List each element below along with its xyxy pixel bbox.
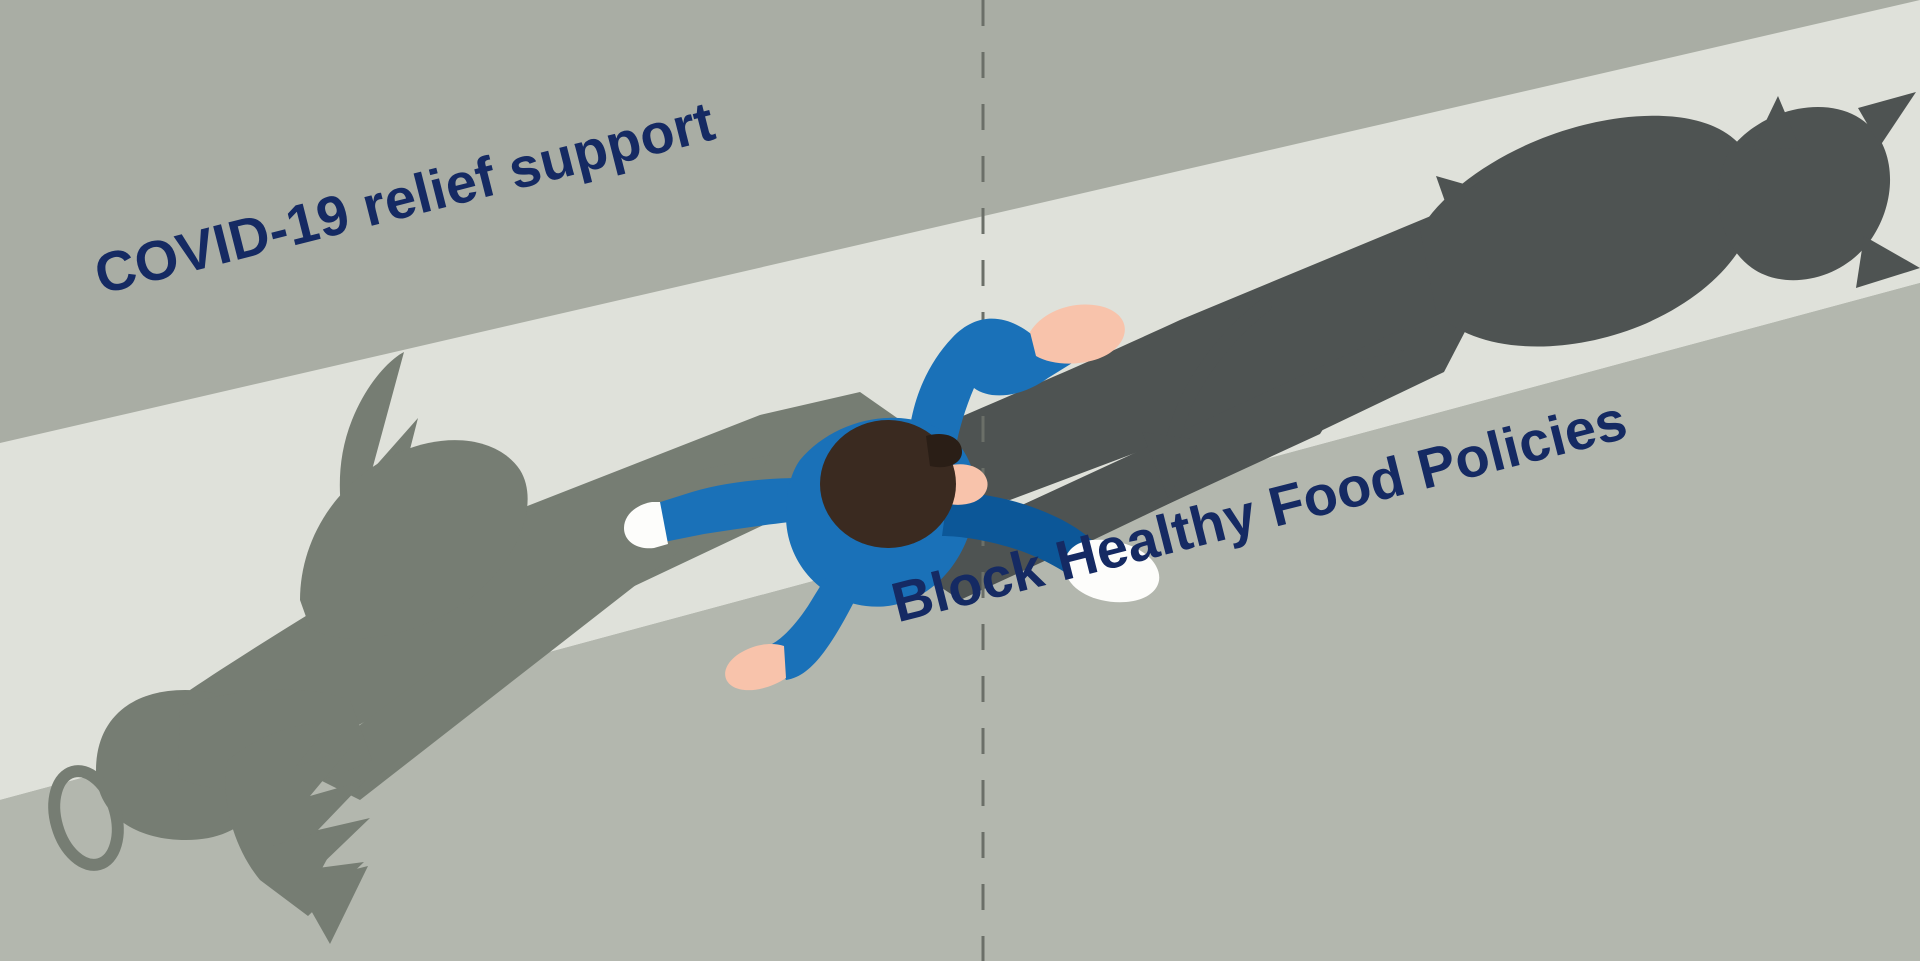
running-figure [624,304,1160,691]
curved-arrow [1142,298,1272,498]
right-arm-dark [942,492,1096,580]
right-leg [768,566,860,680]
right-foot [725,644,786,691]
angel-shadow [96,352,900,944]
left-arm [654,478,812,542]
right-shoe [1064,539,1160,603]
upper-hand [1030,304,1125,364]
head-hair [820,420,956,548]
background-lower [0,283,1920,961]
halo-ring [48,765,124,871]
hair-fringe [926,433,962,468]
devil-shadow [900,92,1920,600]
left-cuff [624,502,668,549]
